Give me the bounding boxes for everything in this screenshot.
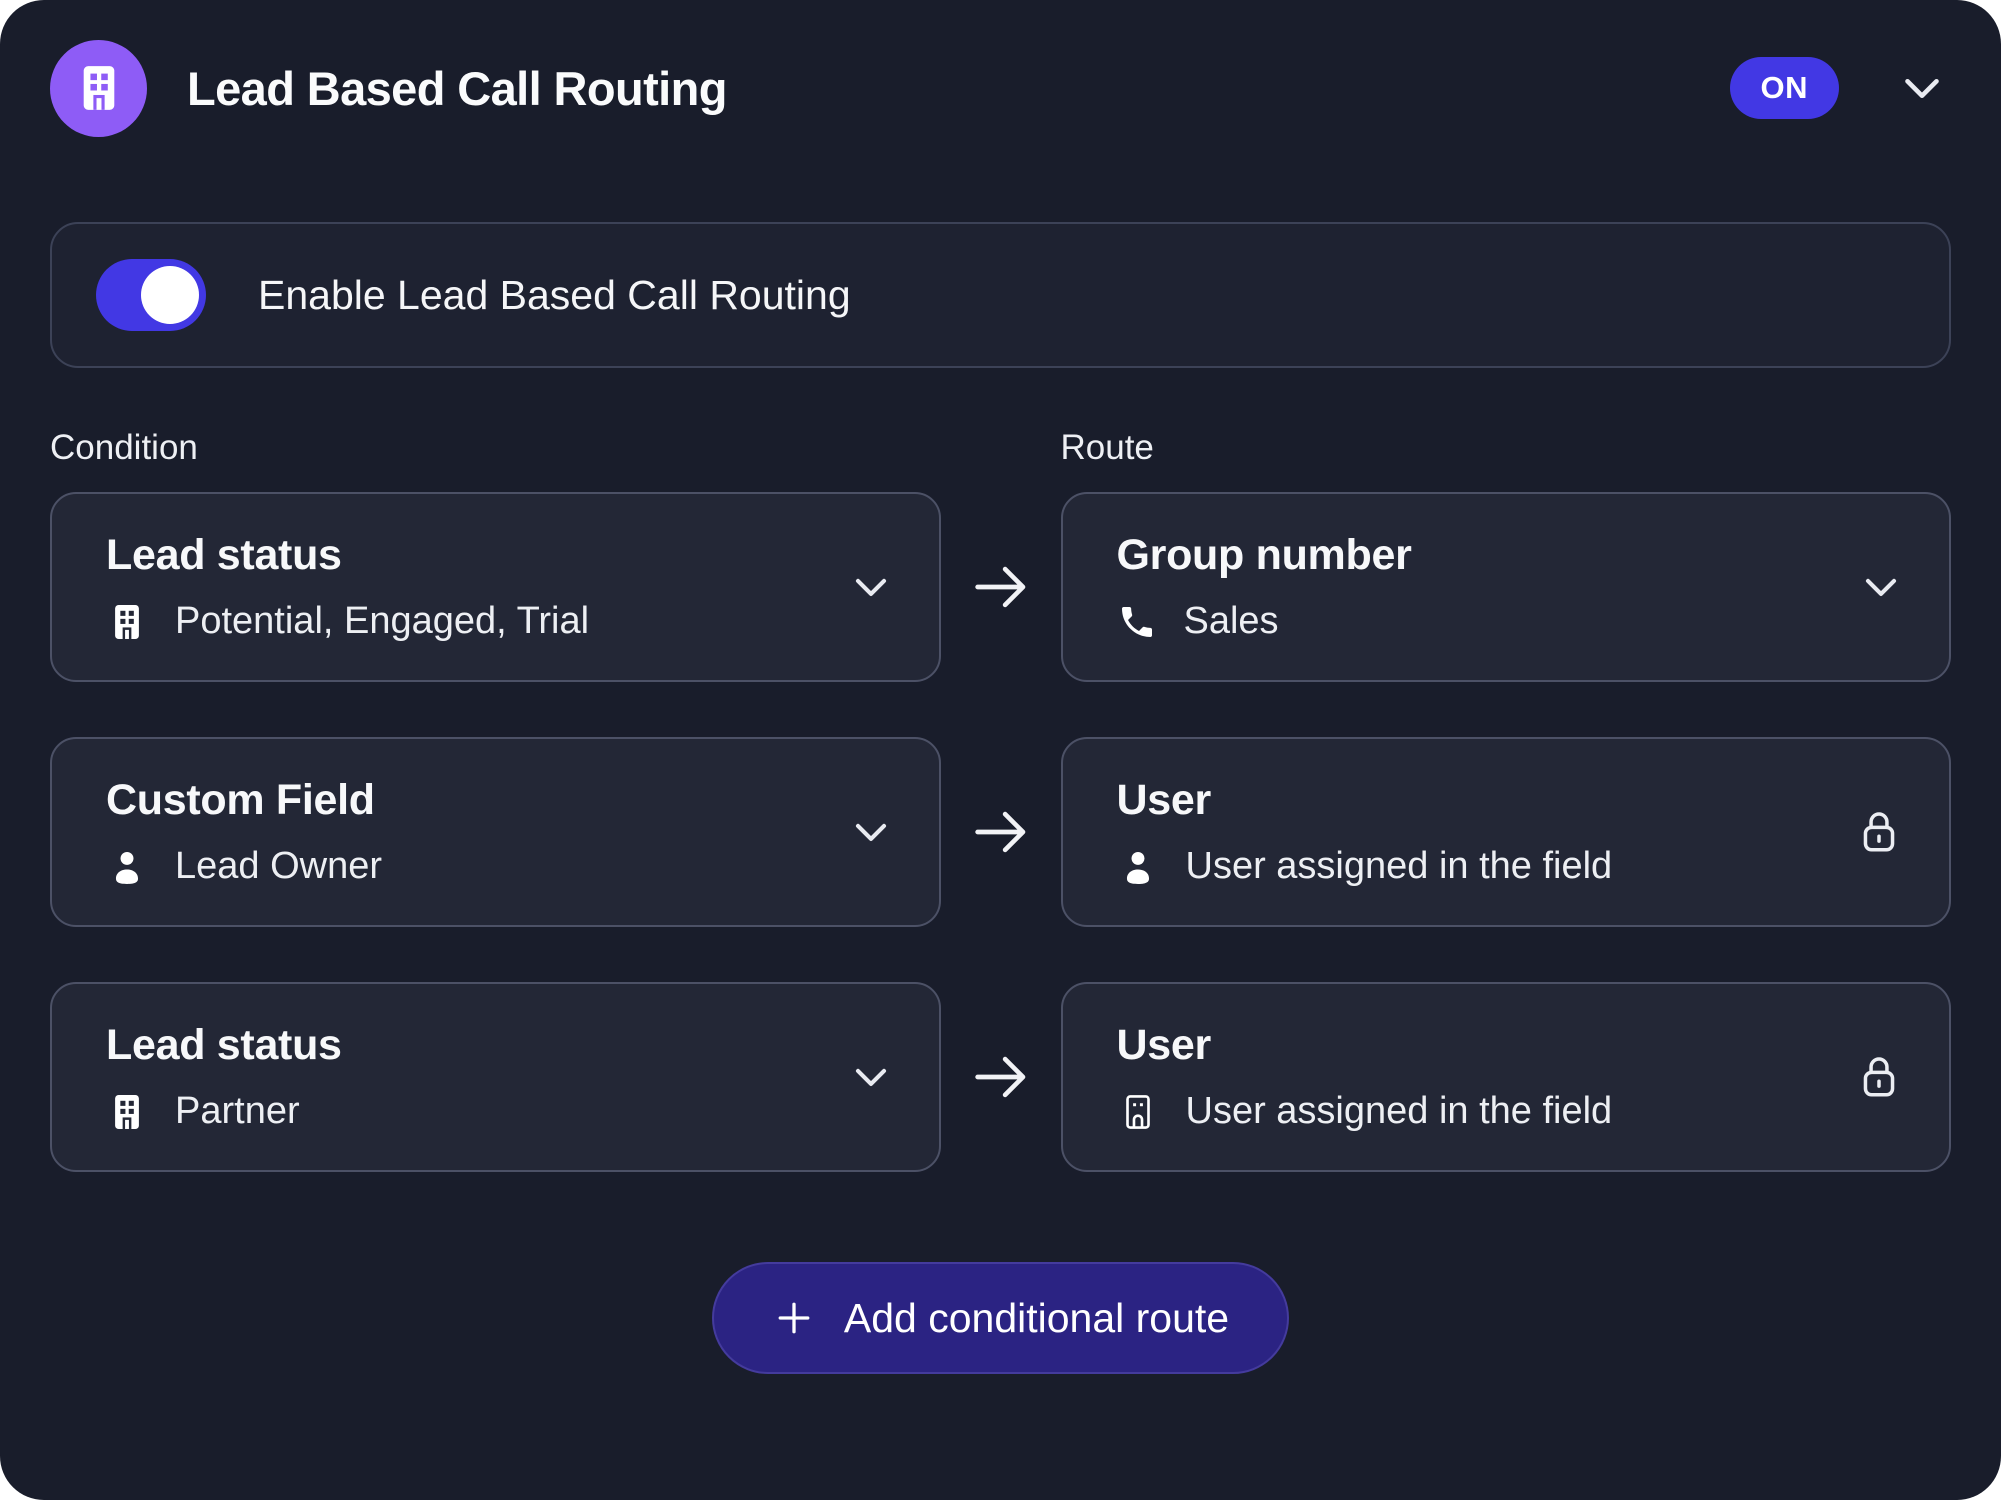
enable-routing-panel: Enable Lead Based Call Routing xyxy=(50,222,1951,368)
header-actions: ON xyxy=(1729,57,1952,119)
building-icon xyxy=(83,66,114,110)
condition-select-lead-status[interactable]: Lead status Potential, Engaged, Trial xyxy=(50,492,941,682)
chevron-down-icon[interactable] xyxy=(845,806,897,858)
card-header: Lead Based Call Routing ON xyxy=(50,38,1951,138)
person-icon xyxy=(1117,846,1159,888)
page-title: Lead Based Call Routing xyxy=(187,61,727,115)
condition-column-label: Condition xyxy=(50,428,198,467)
status-badge[interactable]: ON xyxy=(1729,57,1839,119)
routing-rule-row: Custom Field Lead Owner User xyxy=(50,737,1951,927)
arrow-right-icon xyxy=(968,554,1034,620)
route-value: Sales xyxy=(1183,600,1279,642)
route-value: User assigned in the field xyxy=(1185,845,1613,887)
route-arrow xyxy=(941,799,1061,865)
route-title: User xyxy=(1116,1021,1212,1069)
routing-rule-row: Lead status Partner User xyxy=(50,982,1951,1172)
chevron-down-icon[interactable] xyxy=(1855,561,1907,613)
phone-icon xyxy=(1117,602,1157,642)
route-arrow xyxy=(941,1044,1061,1110)
lock-icon xyxy=(1851,804,1907,860)
building-icon xyxy=(106,601,148,643)
building-icon xyxy=(106,1091,148,1133)
person-icon xyxy=(106,846,148,888)
add-conditional-route-label: Add conditional route xyxy=(843,1294,1230,1341)
routing-rule-row: Lead status Potential, Engaged, Trial Gr… xyxy=(50,492,1951,682)
chevron-down-icon[interactable] xyxy=(845,1051,897,1103)
condition-value: Potential, Engaged, Trial xyxy=(175,600,590,642)
route-select-group-number[interactable]: Group number Sales xyxy=(1060,492,1951,682)
plus-icon xyxy=(778,1302,810,1334)
enable-routing-label: Enable Lead Based Call Routing xyxy=(258,271,851,318)
building-avatar xyxy=(50,39,147,137)
route-title: Group number xyxy=(1116,531,1412,579)
route-title: User xyxy=(1116,776,1212,824)
route-locked-user: User User assigned in the field xyxy=(1060,982,1951,1172)
route-column-label: Route xyxy=(1060,428,1154,467)
condition-select-custom-field[interactable]: Custom Field Lead Owner xyxy=(50,737,941,927)
route-value: User assigned in the field xyxy=(1185,1090,1613,1132)
toggle-knob xyxy=(141,266,199,324)
enable-routing-toggle[interactable] xyxy=(96,259,206,331)
add-conditional-route-button[interactable]: Add conditional route xyxy=(711,1262,1290,1374)
condition-select-lead-status[interactable]: Lead status Partner xyxy=(50,982,941,1172)
arrow-right-icon xyxy=(968,799,1034,865)
route-arrow xyxy=(941,554,1061,620)
condition-title: Lead status xyxy=(106,531,342,579)
condition-title: Custom Field xyxy=(106,776,375,824)
collapse-button[interactable] xyxy=(1893,59,1951,117)
condition-value: Partner xyxy=(175,1090,300,1132)
chevron-down-icon xyxy=(1893,59,1951,117)
route-locked-user: User User assigned in the field xyxy=(1060,737,1951,927)
lock-icon xyxy=(1851,1049,1907,1105)
column-labels: Condition Route xyxy=(50,428,1951,468)
building-outline-icon xyxy=(1117,1091,1159,1133)
card-footer: Add conditional route xyxy=(50,1262,1951,1374)
condition-value: Lead Owner xyxy=(175,845,383,887)
chevron-down-icon[interactable] xyxy=(845,561,897,613)
arrow-right-icon xyxy=(968,1044,1034,1110)
condition-title: Lead status xyxy=(106,1021,342,1069)
